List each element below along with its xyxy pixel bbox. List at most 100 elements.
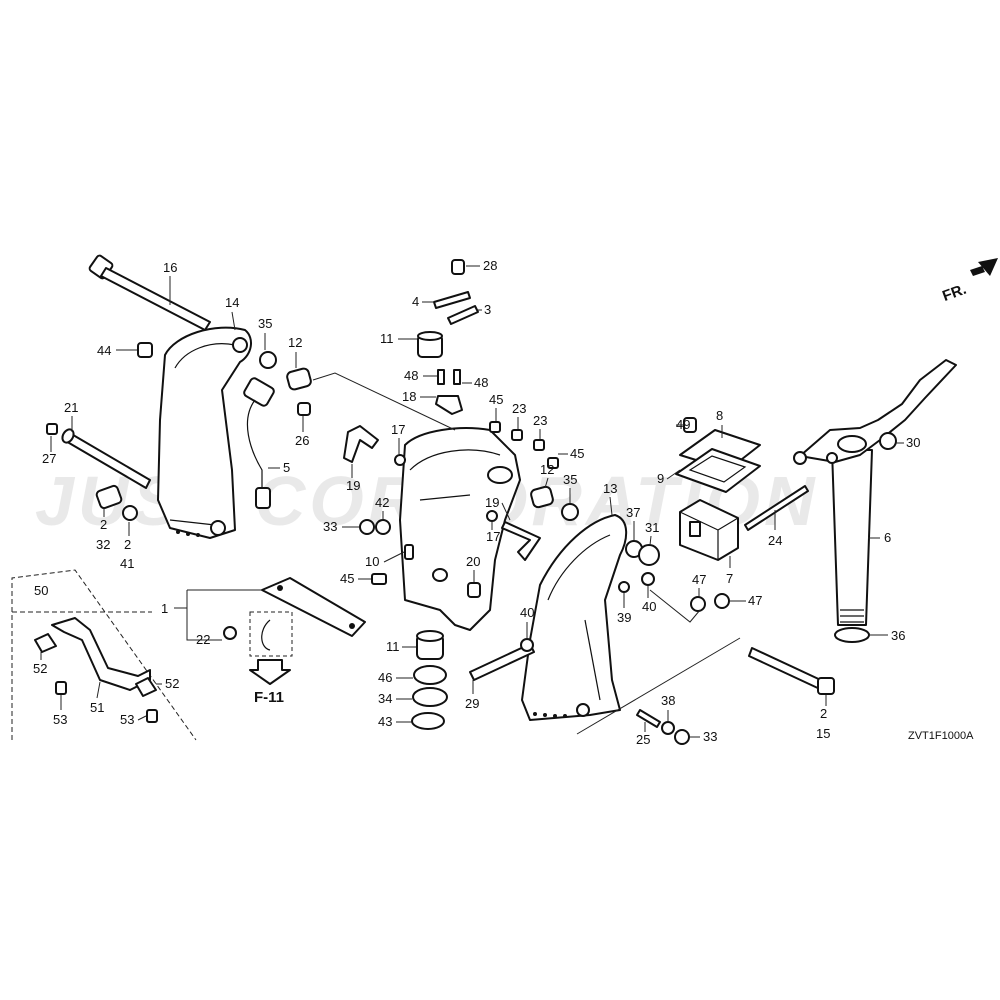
part-stern-bracket-14 bbox=[157, 326, 252, 539]
callout-31: 31 bbox=[645, 520, 659, 535]
part-wire-clip bbox=[261, 619, 271, 651]
part-washer-40b bbox=[641, 572, 655, 586]
callout-29: 29 bbox=[465, 696, 479, 711]
part-bolt-24 bbox=[744, 485, 809, 531]
part-screw-53a bbox=[55, 681, 67, 695]
reference-f11: F-11 bbox=[254, 689, 284, 706]
callout-2a: 2 bbox=[100, 517, 107, 532]
callout-10: 10 bbox=[365, 554, 379, 569]
callout-4: 4 bbox=[412, 294, 419, 309]
part-screw-28 bbox=[451, 259, 465, 275]
part-washer-35b bbox=[561, 503, 579, 521]
callout-42: 42 bbox=[375, 495, 389, 510]
part-screw-53b bbox=[146, 709, 158, 723]
callout-11b: 11 bbox=[386, 639, 400, 654]
callout-53b: 53 bbox=[120, 712, 134, 727]
callout-24: 24 bbox=[768, 533, 782, 548]
callout-36: 36 bbox=[891, 628, 905, 643]
callout-53a: 53 bbox=[53, 712, 67, 727]
part-nut-30 bbox=[879, 432, 897, 450]
part-pin-48b bbox=[453, 369, 461, 385]
callout-2c: 2 bbox=[820, 706, 827, 721]
part-trim-sensor-5 bbox=[243, 377, 275, 509]
callout-50: 50 bbox=[34, 583, 48, 598]
callout-33b: 33 bbox=[703, 729, 717, 744]
part-bolt-26 bbox=[297, 402, 311, 416]
part-clip-19b bbox=[501, 521, 541, 561]
callout-27: 27 bbox=[42, 451, 56, 466]
part-bolt-20 bbox=[467, 582, 481, 598]
callout-40a: 40 bbox=[520, 605, 534, 620]
part-bolt-head-15 bbox=[817, 677, 835, 695]
part-bushing-11b bbox=[416, 630, 444, 660]
callout-52a: 52 bbox=[33, 661, 47, 676]
callout-18: 18 bbox=[402, 389, 416, 404]
part-stern-bracket-13 bbox=[521, 514, 628, 721]
callout-5: 5 bbox=[283, 460, 290, 475]
diagram-code: ZVT1F1000A bbox=[908, 730, 974, 742]
callout-17b: 17 bbox=[486, 529, 500, 544]
part-fitting-23b bbox=[533, 439, 545, 451]
part-bushing-12 bbox=[286, 367, 312, 391]
part-washer-38 bbox=[661, 721, 675, 735]
part-nut-47b bbox=[714, 593, 730, 609]
callout-25: 25 bbox=[636, 732, 650, 747]
part-bracket-51 bbox=[51, 617, 151, 691]
reference-arrow bbox=[249, 659, 291, 685]
callout-13: 13 bbox=[603, 481, 617, 496]
part-fitting-45c bbox=[371, 573, 387, 585]
part-pin-48a bbox=[437, 369, 445, 385]
callout-12b: 12 bbox=[540, 462, 554, 477]
callout-22: 22 bbox=[196, 632, 210, 647]
part-plate-4 bbox=[433, 291, 471, 309]
part-bolt-15 bbox=[748, 647, 826, 691]
callout-37: 37 bbox=[626, 505, 640, 520]
callout-14: 14 bbox=[225, 295, 239, 310]
callout-8: 8 bbox=[716, 408, 723, 423]
part-plate-43 bbox=[411, 712, 445, 730]
part-plate-3 bbox=[447, 305, 479, 325]
kit-box-50 bbox=[11, 569, 197, 741]
part-washer-40a bbox=[520, 638, 534, 652]
part-grease-fitting-18 bbox=[435, 395, 463, 415]
part-gasket-9 bbox=[675, 448, 761, 493]
callout-33a: 33 bbox=[323, 519, 337, 534]
callout-20: 20 bbox=[466, 554, 480, 569]
part-washer-36 bbox=[834, 627, 870, 643]
part-fitting-45b bbox=[547, 457, 559, 469]
part-bushing-12b bbox=[530, 485, 554, 509]
part-washer-35 bbox=[259, 351, 277, 369]
part-fitting-45a bbox=[489, 421, 501, 433]
part-nut-33b bbox=[674, 729, 690, 745]
part-bushing-32 bbox=[95, 484, 123, 510]
callout-48b: 48 bbox=[474, 375, 488, 390]
part-nut-33a bbox=[359, 519, 375, 535]
callout-40b: 40 bbox=[642, 599, 656, 614]
callout-17a: 17 bbox=[391, 422, 405, 437]
part-steering-shaft-6 bbox=[793, 359, 957, 626]
part-screw-17a bbox=[394, 454, 406, 466]
front-direction-label: FR. bbox=[940, 281, 969, 305]
part-fitting-23a bbox=[511, 429, 523, 441]
callout-2b: 2 bbox=[124, 537, 131, 552]
part-bolt-22 bbox=[223, 626, 237, 640]
callout-23b: 23 bbox=[533, 413, 547, 428]
part-nut-44 bbox=[137, 342, 153, 358]
part-bolt-27 bbox=[46, 423, 58, 435]
callout-48a: 48 bbox=[404, 368, 418, 383]
callout-11a: 11 bbox=[380, 331, 394, 346]
callout-3: 3 bbox=[484, 302, 491, 317]
part-clip-52a bbox=[34, 633, 57, 653]
leader-nut-line bbox=[649, 589, 701, 623]
callout-1: 1 bbox=[161, 601, 168, 616]
callout-45a: 45 bbox=[489, 392, 503, 407]
callout-30: 30 bbox=[906, 435, 920, 450]
front-direction-arrow: FR. bbox=[940, 258, 998, 305]
part-washer-42 bbox=[375, 519, 391, 535]
callout-7: 7 bbox=[726, 571, 733, 586]
callout-43: 43 bbox=[378, 714, 392, 729]
callout-51: 51 bbox=[90, 700, 104, 715]
callout-26: 26 bbox=[295, 433, 309, 448]
part-pin-39 bbox=[618, 581, 630, 593]
